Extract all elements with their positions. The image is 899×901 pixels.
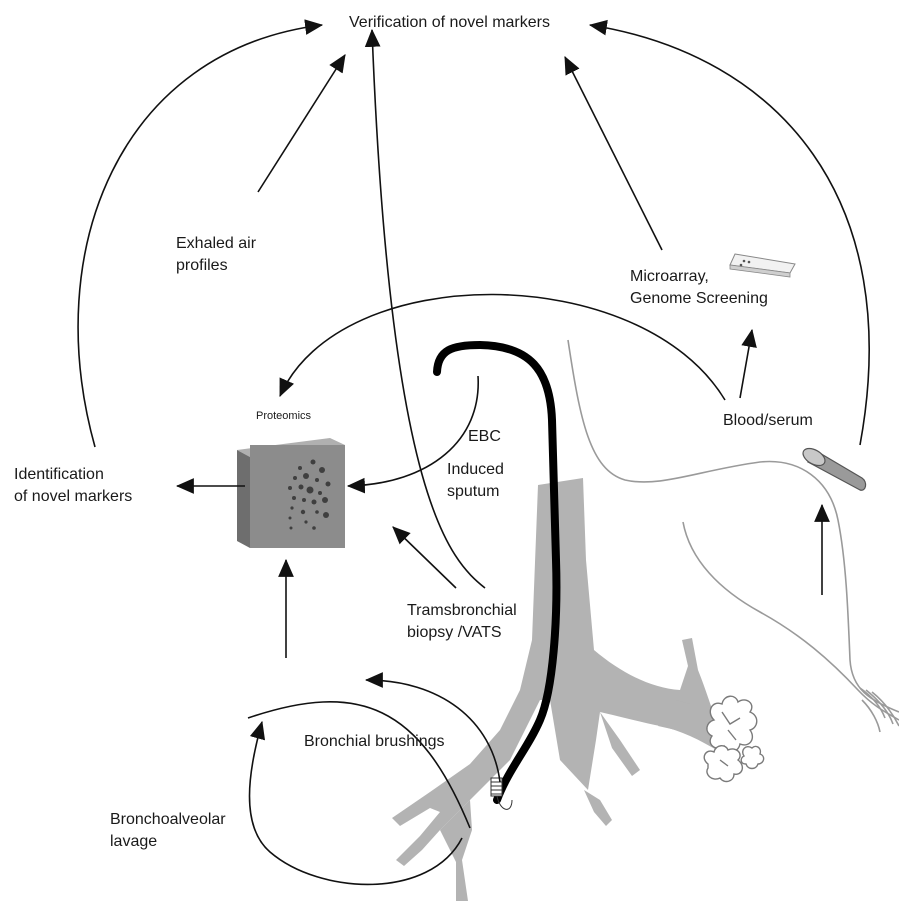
blood-serum-label: Blood/serum bbox=[723, 410, 813, 432]
proteomics-label: Proteomics bbox=[256, 410, 311, 423]
verification-label: Verification of novel markers bbox=[349, 12, 550, 34]
microarray-label: Microarray, Genome Screening bbox=[630, 266, 768, 310]
arrow-biopsy-to-proteomics bbox=[393, 527, 456, 588]
transbronchial-line2: biopsy /VATS bbox=[407, 622, 517, 644]
identification-line2: of novel markers bbox=[14, 486, 132, 508]
arrow-blood-to-microarray bbox=[740, 330, 752, 398]
bal-line1: Bronchoalveolar bbox=[110, 809, 226, 831]
induced-sputum-line1: Induced bbox=[447, 459, 504, 481]
proteomics-chip-icon bbox=[237, 438, 345, 548]
exhaled-air-label: Exhaled air profiles bbox=[176, 233, 256, 277]
arrow-microarray-to-verification bbox=[565, 57, 662, 250]
blood-tube-icon bbox=[800, 445, 866, 490]
transbronchial-label: Tramsbronchial biopsy /VATS bbox=[407, 600, 517, 644]
identification-label: Identification of novel markers bbox=[14, 464, 132, 508]
arrow-tube-to-verification bbox=[590, 25, 869, 445]
microarray-line1: Microarray, bbox=[630, 266, 768, 288]
bronchial-brushings-label: Bronchial brushings bbox=[304, 731, 445, 753]
identification-line1: Identification bbox=[14, 464, 132, 486]
alveoli-icon bbox=[704, 696, 763, 781]
bronchoalveolar-lavage-label: Bronchoalveolar lavage bbox=[110, 809, 226, 853]
arrow-exhaled-to-verification bbox=[258, 55, 345, 192]
exhaled-air-line1: Exhaled air bbox=[176, 233, 256, 255]
bal-line2: lavage bbox=[110, 831, 226, 853]
exhaled-air-line2: profiles bbox=[176, 255, 256, 277]
induced-sputum-label: Induced sputum bbox=[447, 459, 504, 503]
microarray-line2: Genome Screening bbox=[630, 288, 768, 310]
ebc-label: EBC bbox=[468, 426, 501, 448]
transbronchial-line1: Tramsbronchial bbox=[407, 600, 517, 622]
induced-sputum-line2: sputum bbox=[447, 481, 504, 503]
